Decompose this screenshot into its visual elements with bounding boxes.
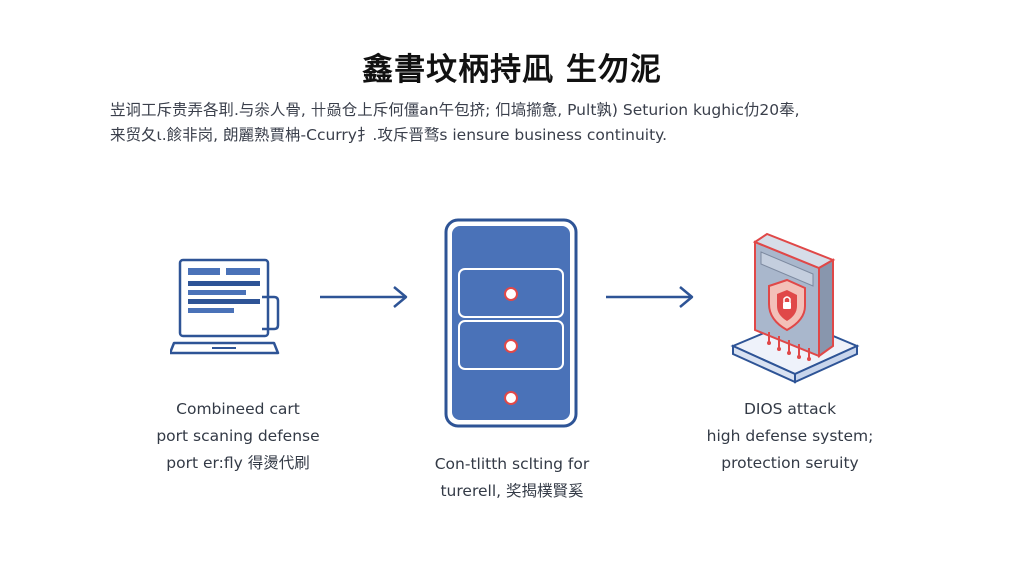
intro-text: 岦诇工斥贵弄各刵.与尜人骨, 卄赑仓上斥何僵an午包挤; 㐰塙擶惫, Pult孰… [110, 98, 890, 148]
caption-line: Combineed cart [176, 400, 300, 418]
step-caption-port-scan: Combineed cart port scaning defense port… [118, 396, 358, 477]
intro-line: 岦诇工斥贵弄各刵.与尜人骨, 卄赑仓上斥何僵an午包挤; 㐰塙擶惫, Pult孰… [110, 101, 800, 119]
caption-line: Con-tlitth sclting for [434, 455, 590, 473]
caption-line: port scaning defense [156, 427, 320, 445]
flow-arrow [320, 286, 408, 308]
caption-line: turerell, 奖揭樸賢奚 [440, 482, 584, 500]
caption-line: DIOS attack [743, 400, 837, 418]
server-rack-icon [444, 218, 578, 428]
ddos-shield-icon [730, 232, 860, 384]
page-title: 鑫書坟柄持凪 生勿泥 [362, 52, 662, 88]
step-caption-server: Con-tlitth sclting for turerell, 奖揭樸賢奚 [392, 451, 632, 505]
caption-line: high defense system; [706, 427, 874, 445]
caption-line: protection seruity [721, 454, 859, 472]
laptop-scan-icon [170, 258, 280, 355]
caption-line: port er:fly 得燙代刷 [166, 454, 310, 472]
flow-arrow [606, 286, 694, 308]
step-caption-ddos: DIOS attack high defense system; protect… [670, 396, 910, 477]
intro-line: 来贸夂ɩ.餩非岗, 朗麗熟賈柟-Ccurry扌.攻斥晋骛s iensure bu… [110, 126, 668, 144]
